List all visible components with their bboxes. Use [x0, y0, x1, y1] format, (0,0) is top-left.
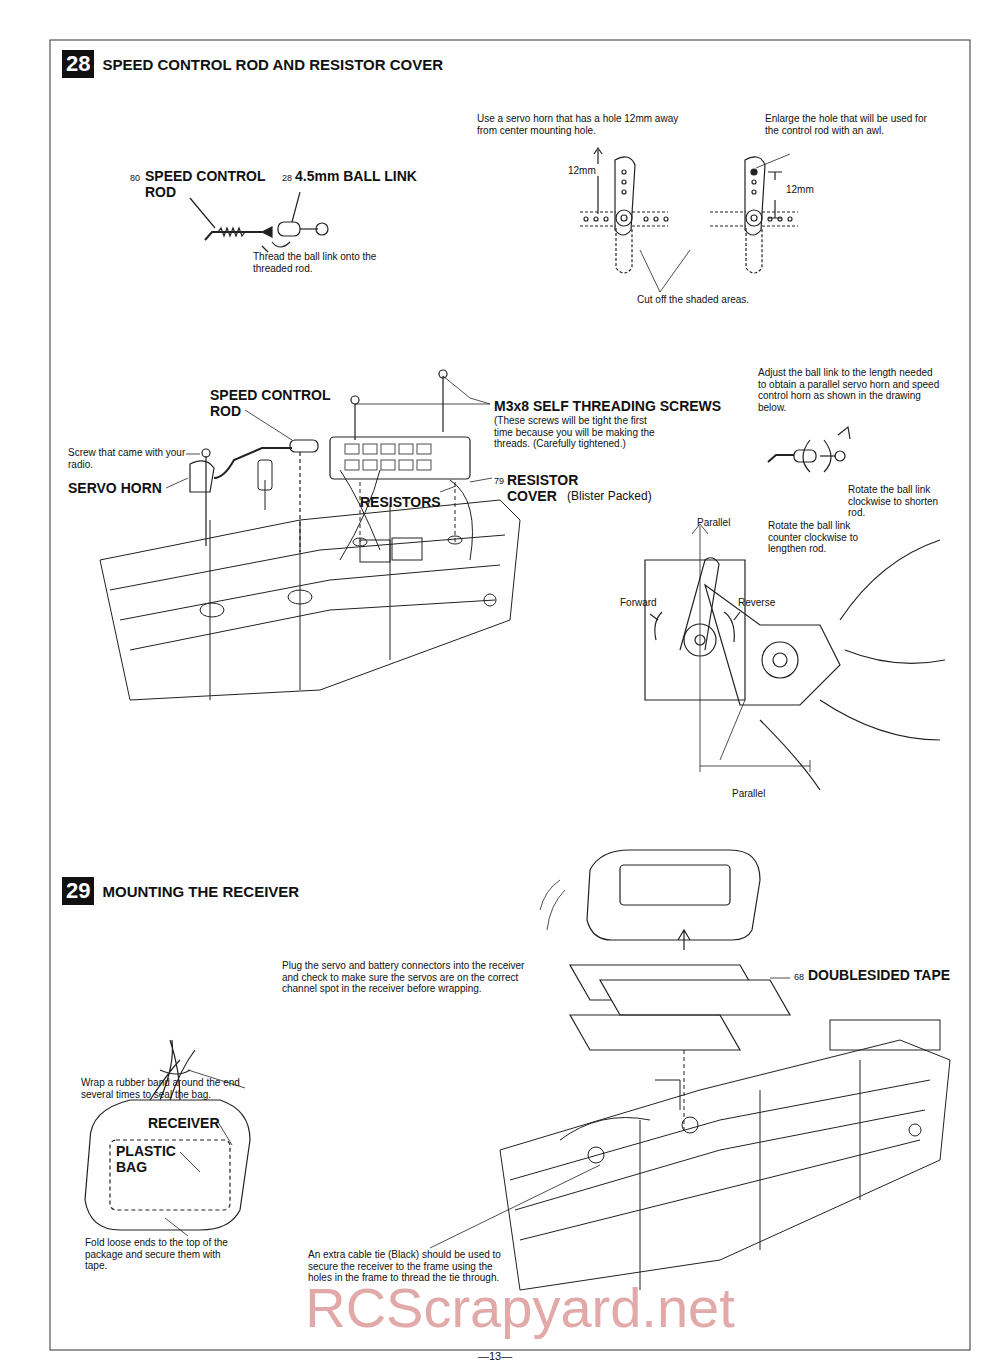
note: Screw that came with your radio. — [68, 447, 188, 470]
note: Fold loose ends to the top of the packag… — [85, 1237, 235, 1272]
direction-label: Forward — [620, 597, 680, 609]
note: (These screws will be tight the first ti… — [494, 415, 664, 450]
part-name: M3x8 SELF THREADING SCREWS — [494, 398, 744, 414]
note: Plug the servo and battery connectors in… — [282, 960, 527, 995]
part-name: 4.5mm BALL LINK — [295, 168, 435, 184]
note: Rotate the ball link clockwise to shorte… — [848, 484, 953, 519]
step-heading: 28 SPEED CONTROL ROD AND RESISTOR COVER — [62, 50, 443, 78]
step-number: 28 — [62, 50, 94, 78]
callout-number: 79 — [494, 476, 508, 486]
callout-number: 80 — [130, 173, 146, 183]
note: An extra cable tie (Black) should be use… — [308, 1249, 518, 1284]
dimension: 12mm — [568, 165, 608, 177]
note: Wrap a rubber band around the end severa… — [81, 1077, 251, 1100]
page-number: —13— — [478, 1350, 538, 1363]
part-name: SERVO HORN — [68, 480, 178, 496]
callout-number: 68 — [794, 972, 808, 982]
part-name: RESISTORS — [360, 494, 450, 510]
direction-label: Parallel — [697, 517, 757, 529]
note: Enlarge the hole that will be used for t… — [765, 113, 930, 136]
part-name: DOUBLESIDED TAPE — [808, 967, 968, 983]
note: (Blister Packed) — [567, 490, 677, 504]
step-title: MOUNTING THE RECEIVER — [102, 883, 299, 900]
callout-number: 28 — [282, 173, 296, 183]
direction-label: Reverse — [738, 597, 798, 609]
step-title: SPEED CONTROL ROD AND RESISTOR COVER — [102, 56, 443, 73]
note: Cut off the shaded areas. — [637, 294, 777, 306]
part-name: SPEED CONTROL ROD — [210, 387, 350, 419]
part-name: RECEIVER — [148, 1115, 248, 1131]
watermark: RCScrapyard.net — [240, 1280, 800, 1336]
step-number: 29 — [62, 877, 94, 905]
dimension: 12mm — [786, 184, 826, 196]
step-heading: 29 MOUNTING THE RECEIVER — [62, 877, 299, 905]
note: Adjust the ball link to the length neede… — [758, 367, 943, 413]
note: Use a servo horn that has a hole 12mm aw… — [477, 113, 687, 136]
part-name: SPEED CONTROL ROD — [145, 168, 285, 200]
direction-label: Parallel — [732, 788, 792, 800]
part-name: PLASTIC BAG — [116, 1143, 196, 1175]
note: Thread the ball link onto the threaded r… — [253, 251, 403, 274]
note: Rotate the ball link counter clockwise t… — [768, 520, 883, 555]
